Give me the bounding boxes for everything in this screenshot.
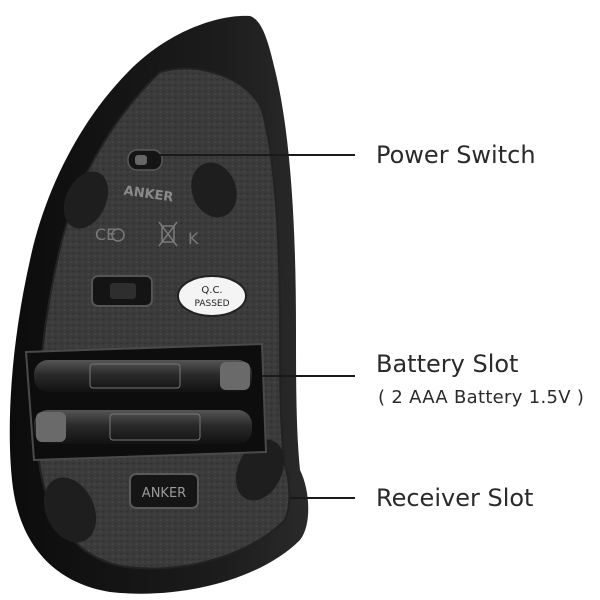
connect-button-inner: [110, 283, 136, 299]
brand-text-receiver: ANKER: [142, 486, 186, 501]
bin-icon: [158, 221, 178, 247]
fcc-icon: [111, 228, 125, 242]
qc-line-1: Q.C.: [201, 285, 222, 296]
receiver-slot: [129, 473, 199, 509]
qc-passed-sticker: [177, 275, 247, 317]
foot-pad-top-right: [191, 162, 237, 218]
battery-top: [34, 360, 252, 392]
battery-spec-label: ( 2 AAA Battery 1.5V ): [378, 387, 585, 408]
qc-line-2: PASSED: [194, 299, 229, 309]
ce-mark: CE: [95, 225, 116, 244]
kc-mark: K: [188, 229, 199, 248]
power-switch-knob: [135, 155, 147, 165]
battery-slot-label: Battery Slot: [376, 350, 519, 378]
power-switch-label: Power Switch: [376, 141, 536, 169]
foot-pad-bottom-left: [43, 477, 97, 543]
receiver-slot-label: Receiver Slot: [376, 484, 534, 512]
foot-pad-top-left: [63, 171, 109, 229]
battery-bottom: [34, 410, 252, 444]
brand-text-top: ANKER: [123, 184, 175, 206]
foot-pad-bottom-right: [235, 439, 285, 501]
